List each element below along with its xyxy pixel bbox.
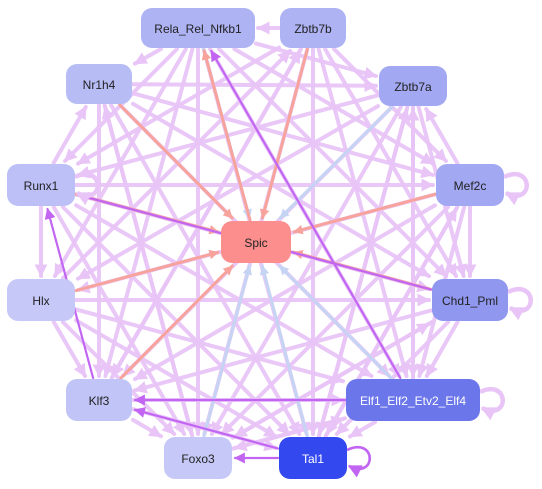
node-spic[interactable]: Spic: [221, 221, 291, 263]
node-box: [432, 279, 508, 321]
node-box: [280, 8, 346, 48]
node-tal1[interactable]: Tal1: [279, 437, 347, 479]
node-rela[interactable]: Rela_Rel_Nfkb1: [141, 8, 255, 48]
node-label: Rela_Rel_Nfkb1: [154, 22, 242, 36]
edge-hlx-to-spic: [74, 249, 220, 293]
node-label: Tal1: [302, 452, 324, 466]
edge-zb7a-to-hlx: [76, 104, 380, 281]
node-label: Zbtb7b: [294, 22, 332, 36]
self-loop-runx1: [74, 172, 100, 206]
edge-runx1-to-elf: [74, 203, 374, 378]
node-klf3[interactable]: Klf3: [66, 379, 132, 421]
node-label: Runx1: [24, 179, 59, 193]
edge-mef2c-to-zb7a: [424, 107, 460, 165]
node-runx1[interactable]: Runx1: [7, 164, 75, 206]
node-label: Hlx: [32, 294, 49, 308]
edge-tal1-to-klf3: [133, 407, 280, 450]
edge-hlx-to-elf: [74, 307, 345, 385]
edge-foxo3-to-chd1: [231, 321, 431, 440]
node-box: [66, 64, 132, 104]
node-chd1[interactable]: Chd1_Pml: [432, 279, 508, 321]
node-zb7b[interactable]: Zbtb7b: [280, 8, 346, 48]
self-loop-tal1: [346, 446, 371, 478]
node-label: Mef2c: [454, 179, 487, 193]
node-box: [7, 164, 75, 206]
edge-runx1-to-nr1h4: [51, 105, 88, 165]
edge-elf-to-spic: [278, 264, 393, 380]
node-zb7a[interactable]: Zbtb7a: [379, 66, 447, 106]
edge-chd1-to-klf3: [133, 308, 433, 394]
edge-nr1h4-to-spic: [118, 103, 234, 220]
node-label: Elf1_Elf2_Etv2_Elf4: [360, 394, 466, 408]
edge-hlx-to-zb7b: [61, 49, 292, 280]
edge-chd1-to-elf: [424, 320, 460, 378]
node-box: [436, 164, 504, 206]
node-label: Spic: [244, 236, 267, 250]
node-box: [66, 379, 132, 421]
node-label: Foxo3: [181, 452, 215, 466]
node-hlx[interactable]: Hlx: [7, 279, 75, 321]
self-loop-elf: [479, 387, 505, 421]
edge-tal1-to-spic: [259, 264, 309, 438]
node-box: [141, 8, 255, 48]
node-label: Nr1h4: [83, 78, 116, 92]
node-mef2c[interactable]: Mef2c: [436, 164, 504, 206]
edge-klf3-to-zb7b: [109, 49, 302, 380]
node-box: [7, 279, 75, 321]
edge-spic-to-rela: [201, 49, 252, 222]
edge-mef2c-to-klf3: [133, 203, 437, 382]
node-box: [279, 437, 347, 479]
edge-zb7a-to-spic: [278, 105, 394, 220]
node-label: Zbtb7a: [394, 80, 432, 94]
edge-klf3-to-foxo3: [131, 417, 163, 439]
edge-zb7b-to-spic: [259, 47, 309, 220]
edge-klf3-to-spic: [119, 264, 234, 380]
node-box: [346, 379, 480, 421]
edge-elf-to-tal1: [348, 420, 378, 439]
node-label: Klf3: [89, 394, 110, 408]
edge-nr1h4-to-mef2c: [131, 91, 435, 179]
node-box: [221, 221, 291, 263]
node-box: [164, 437, 232, 479]
self-loop-mef2c: [503, 172, 529, 206]
edge-rela-to-nr1h4: [133, 47, 163, 66]
self-loop-chd1: [507, 287, 533, 321]
node-foxo3[interactable]: Foxo3: [164, 437, 232, 479]
edge-tal1-to-zb7a: [316, 107, 410, 438]
edge-elf-to-foxo3: [233, 416, 347, 452]
edge-elf-to-rela: [210, 49, 402, 380]
node-elf[interactable]: Elf1_Elf2_Etv2_Elf4: [346, 379, 480, 421]
node-box: [379, 66, 447, 106]
node-nr1h4[interactable]: Nr1h4: [66, 64, 132, 104]
edge-nr1h4-to-chd1: [131, 101, 431, 279]
edge-zb7a-to-foxo3: [209, 105, 403, 436]
edge-mef2c-to-spic: [292, 192, 437, 235]
node-label: Chd1_Pml: [442, 294, 498, 308]
edge-foxo3-to-spic: [202, 264, 252, 438]
edge-hlx-to-klf3: [51, 320, 88, 378]
